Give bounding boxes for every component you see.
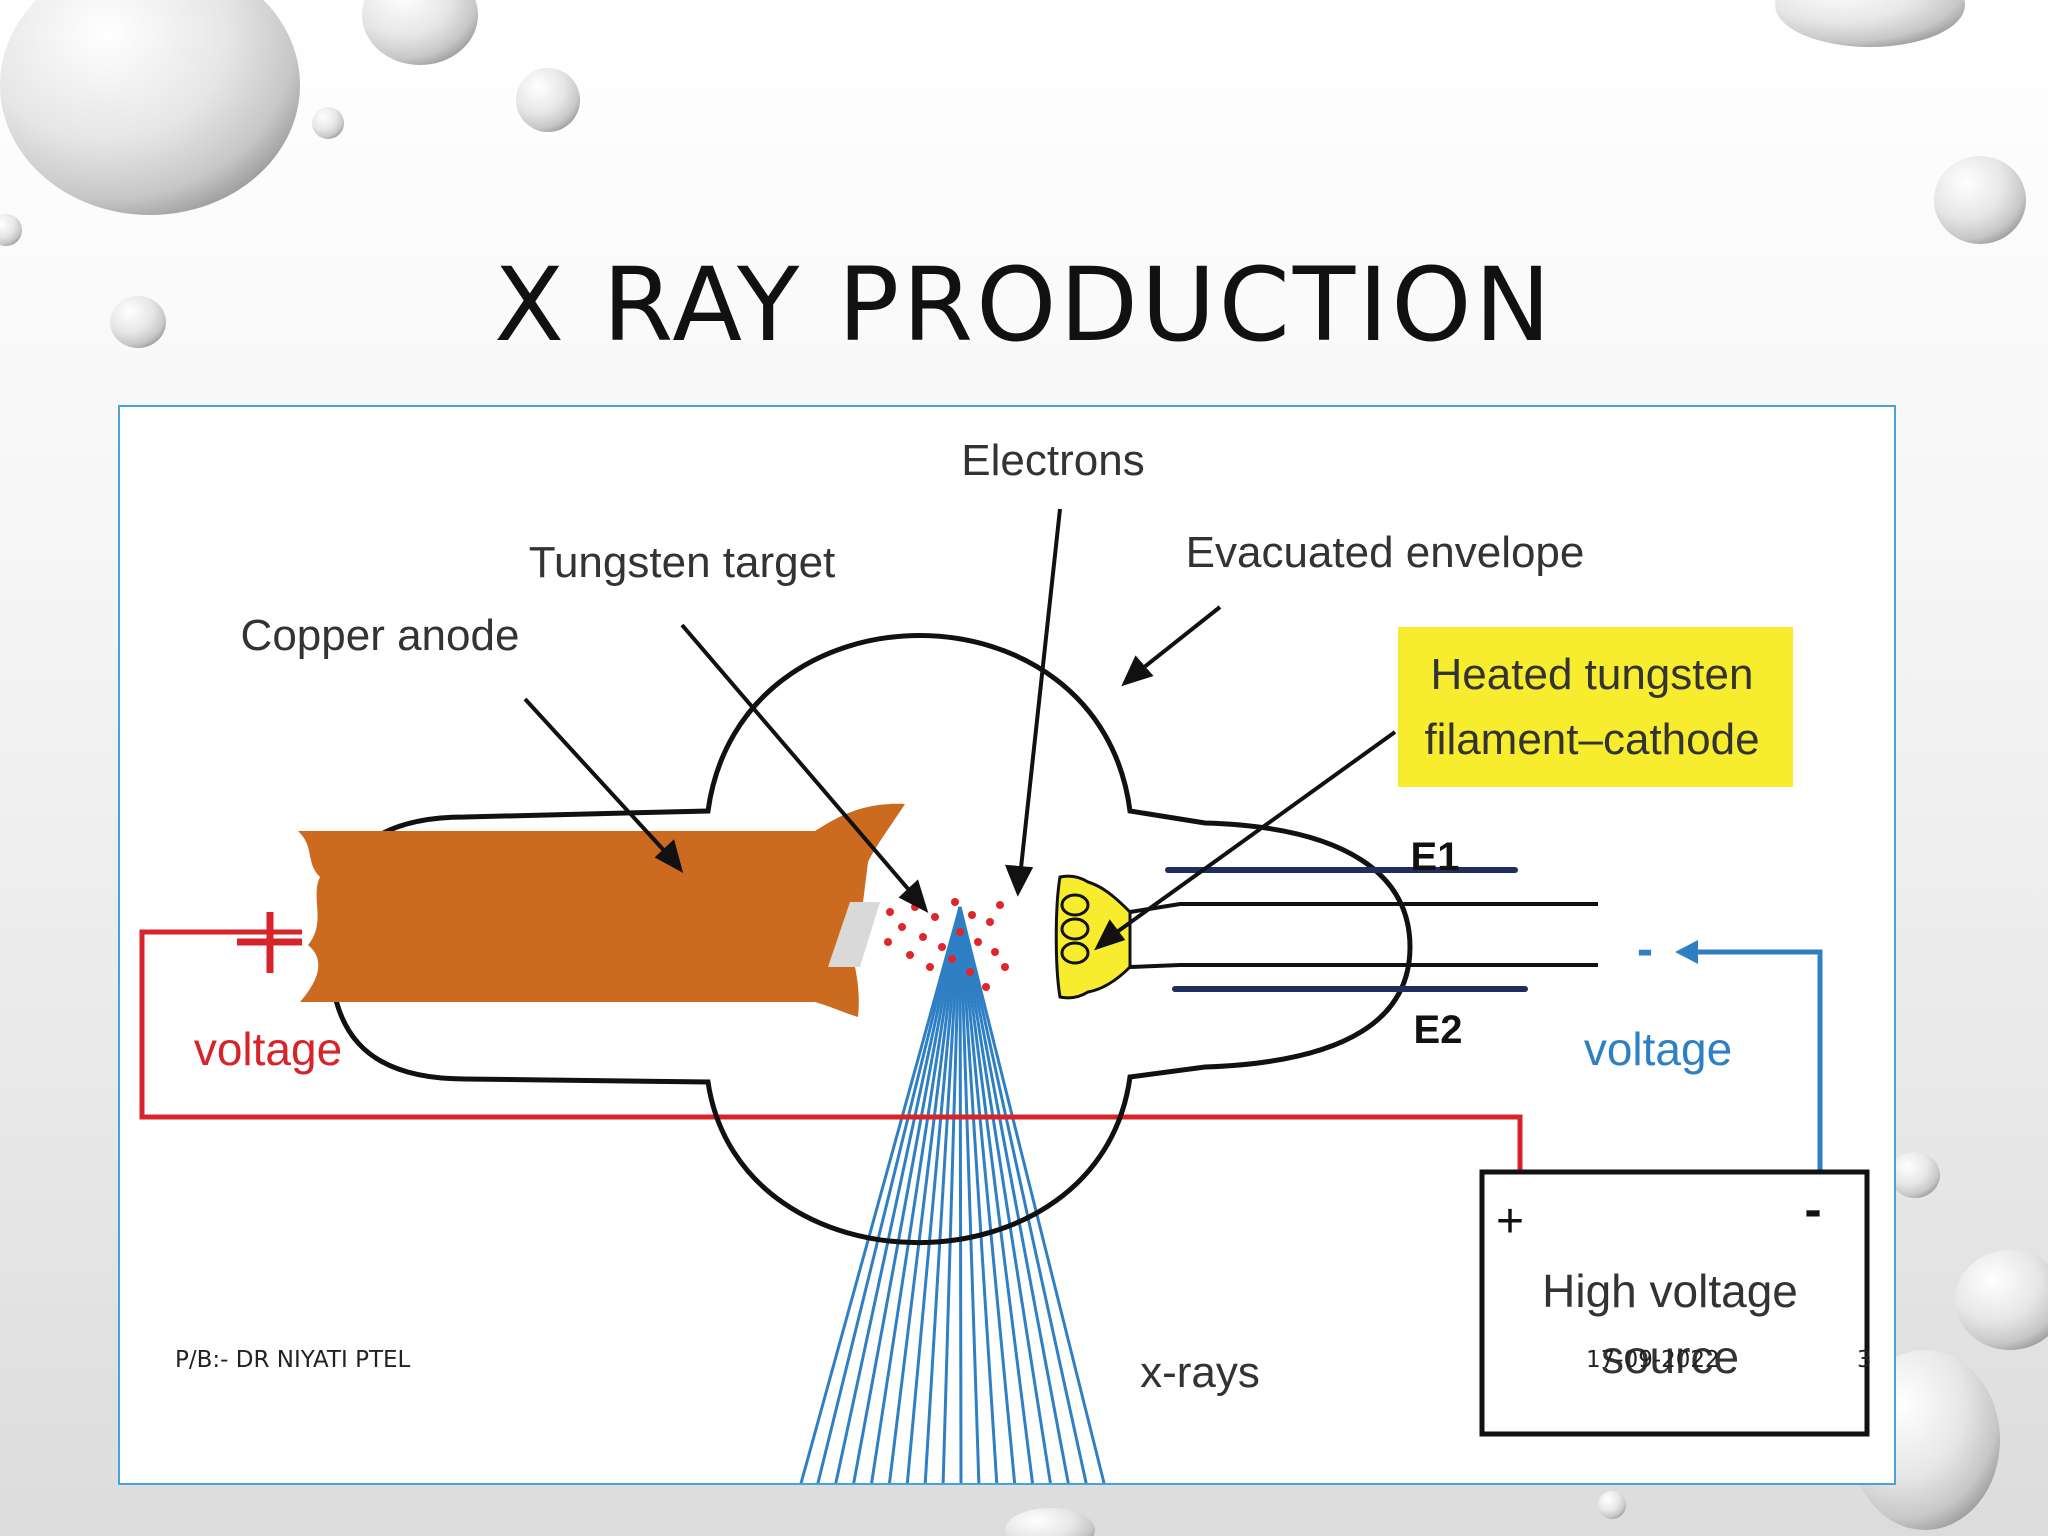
label-e2: E2 bbox=[1414, 1008, 1463, 1052]
label-tungsten-target: Tungsten target bbox=[529, 538, 836, 587]
filament-label-highlight bbox=[1398, 627, 1793, 787]
footer-author: P/B:- DR NIYATI PTEL bbox=[175, 1347, 411, 1373]
label-filament-line1: Heated tungsten bbox=[1431, 650, 1754, 699]
footer-date: 17-09-2022 bbox=[1586, 1347, 1720, 1373]
label-source-line2: source bbox=[1601, 1331, 1739, 1383]
negative-wire-arrowhead bbox=[1675, 940, 1698, 964]
positive-wire bbox=[139, 929, 1523, 1172]
water-drop bbox=[110, 296, 166, 348]
high-voltage-source bbox=[1479, 1169, 1870, 1437]
electron-stream bbox=[884, 898, 1009, 991]
label-voltage-left: voltage bbox=[194, 1023, 342, 1075]
water-drop bbox=[1890, 1152, 1940, 1198]
label-evacuated-envelope: Evacuated envelope bbox=[1186, 528, 1585, 577]
water-drop bbox=[1934, 156, 2026, 244]
label-source-plus: + bbox=[1496, 1195, 1524, 1248]
pointer-arrows bbox=[523, 508, 1397, 951]
cathode-lead-bottom bbox=[1129, 963, 1598, 969]
label-copper-anode: Copper anode bbox=[241, 611, 520, 660]
label-xrays: x-rays bbox=[1140, 1348, 1260, 1397]
water-drop bbox=[1598, 1491, 1626, 1519]
xray-tube-diagram: Electrons Tungsten target Copper anode E… bbox=[118, 405, 1896, 1485]
water-drop bbox=[1775, 0, 1965, 47]
water-drop bbox=[362, 0, 478, 65]
xray-beam bbox=[799, 906, 1106, 1483]
label-e1: E1 bbox=[1411, 835, 1460, 879]
water-drop bbox=[312, 107, 344, 139]
label-filament-line2: filament–cathode bbox=[1424, 715, 1759, 764]
label-minus-sign: - bbox=[1637, 923, 1653, 976]
copper-anode bbox=[298, 803, 905, 1017]
water-drop bbox=[0, 214, 22, 246]
diagram-canvas: Electrons Tungsten target Copper anode E… bbox=[139, 436, 1870, 1483]
cathode-lead-top bbox=[1129, 902, 1598, 914]
negative-wire bbox=[1690, 949, 1823, 1172]
label-voltage-right: voltage bbox=[1584, 1023, 1732, 1075]
water-drop bbox=[1005, 1508, 1095, 1536]
tungsten-target bbox=[828, 902, 880, 967]
label-electrons: Electrons bbox=[961, 436, 1144, 485]
footer-page-number: 3 bbox=[1857, 1347, 1872, 1373]
slide-title: X RAY PRODUCTION bbox=[494, 246, 1554, 365]
label-source-minus: - bbox=[1804, 1181, 1821, 1239]
water-drop bbox=[1955, 1250, 2048, 1350]
label-source-line1: High voltage bbox=[1542, 1265, 1798, 1317]
cathode-cup bbox=[1054, 874, 1132, 1000]
water-drop bbox=[0, 0, 300, 215]
water-drop bbox=[516, 68, 580, 132]
filament-coil bbox=[1060, 893, 1090, 965]
